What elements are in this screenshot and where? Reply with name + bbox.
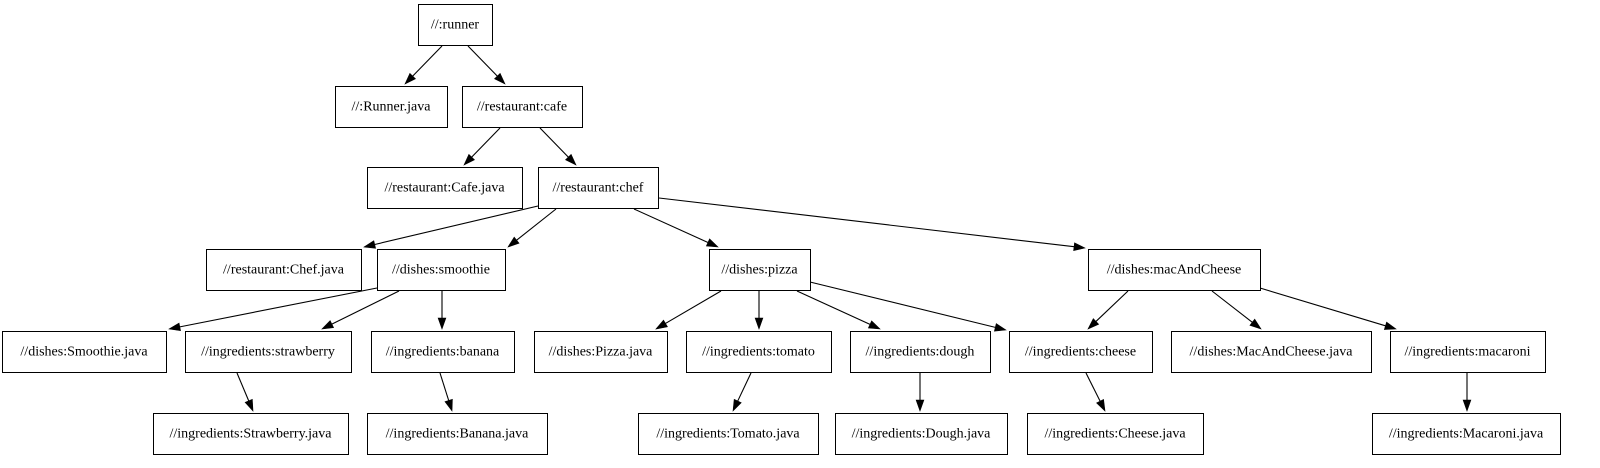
node-box[interactable] [206, 249, 362, 291]
edges-layer [168, 45, 1472, 412]
graph-node-chef_java[interactable]: //restaurant:Chef.java [206, 249, 362, 291]
graph-node-runner_java[interactable]: //:Runner.java [335, 86, 448, 128]
graph-edge [915, 373, 925, 412]
graph-edge [168, 287, 378, 332]
graph-node-ing_dough[interactable]: //ingredients:dough [850, 331, 991, 373]
node-box[interactable] [2, 331, 167, 373]
graph-node-dough_java[interactable]: //ingredients:Dough.java [835, 413, 1008, 455]
graph-edge [1259, 287, 1397, 330]
graph-edge [1211, 290, 1262, 330]
graph-node-macandcheese_java[interactable]: //dishes:MacAndCheese.java [1171, 331, 1372, 373]
node-box[interactable] [367, 167, 523, 209]
graph-edge [404, 45, 443, 85]
graph-edge [754, 291, 764, 330]
node-box[interactable] [534, 331, 668, 373]
graph-node-dishes_macandchee[interactable]: //dishes:macAndCheese [1088, 249, 1261, 291]
graph-node-tomato_java[interactable]: //ingredients:Tomato.java [638, 413, 819, 455]
graph-node-ing_strawberry[interactable]: //ingredients:strawberry [185, 331, 352, 373]
graph-node-dishes_smoothie[interactable]: //dishes:smoothie [377, 249, 506, 291]
graph-edge [732, 372, 752, 412]
graph-edge [437, 291, 447, 330]
node-box[interactable] [1372, 413, 1561, 455]
node-box[interactable] [1009, 331, 1153, 373]
graph-node-cafe_java[interactable]: //restaurant:Cafe.java [367, 167, 523, 209]
node-box[interactable] [850, 331, 991, 373]
node-box[interactable] [538, 167, 659, 209]
graph-edge [463, 127, 501, 166]
graph-node-cheese_java[interactable]: //ingredients:Cheese.java [1027, 413, 1204, 455]
graph-node-runner[interactable]: //:runner [418, 4, 493, 46]
graph-edge [658, 197, 1086, 251]
graph-edge [507, 208, 557, 248]
graph-edge [1462, 373, 1472, 412]
node-box[interactable] [377, 249, 506, 291]
nodes-layer: //:runner //:Runner.java //restaurant:cafe… [2, 4, 1561, 455]
graph-node-strawberry_java[interactable]: //ingredients:Strawberry.java [153, 413, 349, 455]
node-box[interactable] [1171, 331, 1372, 373]
node-box[interactable] [1088, 249, 1261, 291]
graph-edge [796, 290, 881, 330]
node-box[interactable] [367, 413, 548, 455]
graph-edge [539, 127, 577, 166]
node-box[interactable] [1390, 331, 1546, 373]
graph-edge [363, 205, 539, 249]
node-box[interactable] [709, 249, 811, 291]
node-box[interactable] [185, 331, 352, 373]
graph-node-macaroni_java[interactable]: //ingredients:Macaroni.java [1372, 413, 1561, 455]
graph-edge [321, 290, 400, 330]
graph-edge [439, 372, 453, 412]
graph-edge [809, 281, 1007, 332]
graph-edge [633, 208, 719, 248]
node-box[interactable] [462, 86, 583, 128]
node-box[interactable] [1027, 413, 1204, 455]
graph-node-restaurant_cafe[interactable]: //restaurant:cafe [462, 86, 583, 128]
graph-edge [1087, 290, 1129, 330]
node-box[interactable] [686, 331, 832, 373]
graph-node-restaurant_chef[interactable]: //restaurant:chef [538, 167, 659, 209]
node-box[interactable] [335, 86, 448, 128]
graph-node-ing_banana[interactable]: //ingredients:banana [371, 331, 515, 373]
graph-node-banana_java[interactable]: //ingredients:Banana.java [367, 413, 548, 455]
graph-node-ing_cheese[interactable]: //ingredients:cheese [1009, 331, 1153, 373]
graph-edge [236, 372, 254, 412]
graph-edge [467, 45, 506, 85]
node-box[interactable] [371, 331, 515, 373]
graph-node-smoothie_java[interactable]: //dishes:Smoothie.java [2, 331, 167, 373]
graph-edge [655, 290, 722, 330]
graph-node-pizza_java[interactable]: //dishes:Pizza.java [534, 331, 668, 373]
graph-node-dishes_pizza[interactable]: //dishes:pizza [709, 249, 811, 291]
node-box[interactable] [418, 4, 493, 46]
node-box[interactable] [638, 413, 819, 455]
graph-edge [1085, 372, 1106, 412]
graph-node-ing_macaroni[interactable]: //ingredients:macaroni [1390, 331, 1546, 373]
node-box[interactable] [835, 413, 1008, 455]
node-box[interactable] [153, 413, 349, 455]
graph-node-ing_tomato[interactable]: //ingredients:tomato [686, 331, 832, 373]
